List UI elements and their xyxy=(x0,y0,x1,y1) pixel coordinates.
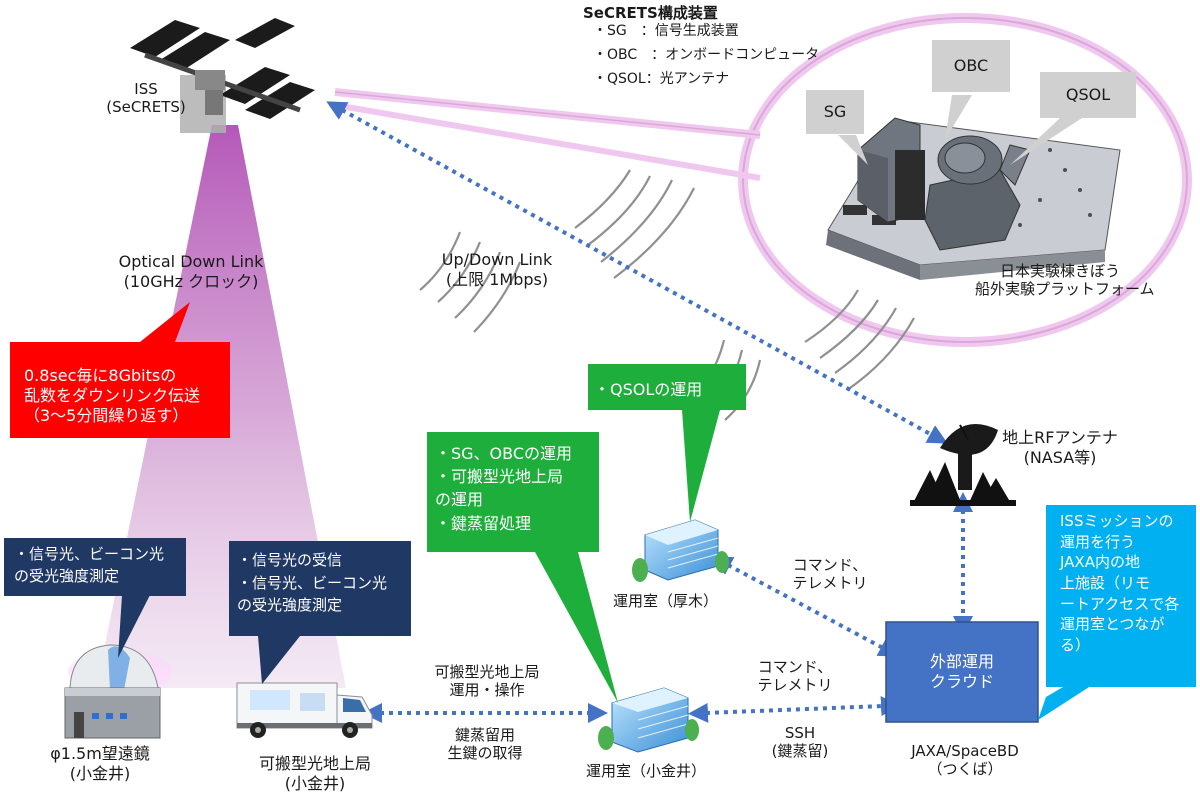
koganei-ops-box: ・SG、OBCの運用 ・可搬型光地上局 の運用 ・鍵蒸留処理 xyxy=(427,432,599,552)
red-box: 0.8sec毎に8Gbitsの 乱数をダウンリンク伝送 （3〜5分間繰り返す） xyxy=(10,342,230,438)
updown-link-line xyxy=(326,101,948,444)
jaxa-note-pointer xyxy=(1038,680,1100,720)
secrets-item-obc: ・OBC ：オンボードコンピュータ xyxy=(593,47,820,63)
red-box-pointer xyxy=(140,302,190,342)
mobile-note-box: ・信号光の受信 ・信号光、ビーコン光 の受光強度測定 xyxy=(229,541,411,636)
iss-satellite-icon xyxy=(130,18,315,133)
cloud-box-bg xyxy=(885,621,1039,723)
qsol-ops-pointer xyxy=(682,410,720,522)
atsugi-to-cloud-link xyxy=(712,556,899,657)
telescope-note-box: ・信号光、ビーコン光 の受光強度測定 xyxy=(4,538,186,596)
qsol-ops-box: ・QSOLの運用 xyxy=(588,364,746,410)
koganei-ops-pointer xyxy=(535,552,618,703)
sg-callout: SG xyxy=(806,90,864,134)
obc-callout: OBC xyxy=(932,40,1010,92)
platform-hardware-image xyxy=(826,117,1121,280)
koganei-room-label: 運用室（小金井） xyxy=(586,762,707,780)
secrets-item-sg: ・SG ：信号生成装置 xyxy=(593,23,739,39)
atsugi-building-icon xyxy=(632,519,729,582)
ssh-label: SSH (鍵蒸留) xyxy=(771,724,829,761)
mobile-note-pointer xyxy=(258,636,300,684)
updown-link-label: Up/Down Link (上限 1Mbps) xyxy=(441,250,553,289)
mobile-station-label: 可搬型光地上局 (小金井) xyxy=(258,754,371,793)
platform-caption: 日本実験棟きぼう 船外実験プラットフォーム xyxy=(975,262,1155,299)
key-acquisition-label: 鍵蒸留用 生鍵の取得 xyxy=(447,726,523,763)
rf-antenna-icon xyxy=(910,424,1016,506)
cloud-caption: JAXA/SpaceBD （つくば） xyxy=(911,742,1019,779)
telescope-note-pointer xyxy=(118,595,150,658)
qsol-callout: QSOL xyxy=(1040,72,1136,118)
rf-antenna-label: 地上RFアンテナ (NASA等) xyxy=(1002,428,1118,467)
cmd-telemetry-upper-label: コマンド、 テレメトリ xyxy=(792,556,868,593)
link-lines xyxy=(326,101,973,723)
telescope-observatory-icon xyxy=(64,644,172,739)
secrets-title: SeCRETS構成装置 xyxy=(583,4,718,22)
mobile-ops-label: 可搬型光地上局 運用・操作 xyxy=(434,663,540,700)
mobile-station-truck-icon xyxy=(236,682,373,738)
cloud-label: 外部運用 クラウド xyxy=(929,652,994,691)
optical-link-label: Optical Down Link (10GHz クロック) xyxy=(118,252,264,291)
koganei-building-icon xyxy=(598,687,699,753)
iss-label: ISS (SeCRETS) xyxy=(106,80,186,117)
koganei-to-cloud-link xyxy=(688,696,901,723)
cmd-telemetry-lower-label: コマンド、 テレメトリ xyxy=(757,658,833,695)
secrets-item-qsol: ・QSOL：光アンテナ xyxy=(593,71,730,87)
jaxa-note-box: ISSミッションの 運用を行う JAXA内の地 上施設（リモ ートアクセスで各 … xyxy=(1046,505,1196,687)
atsugi-room-label: 運用室（厚木） xyxy=(613,592,719,610)
telescope-label: φ1.5m望遠鏡 (小金井) xyxy=(50,744,150,783)
